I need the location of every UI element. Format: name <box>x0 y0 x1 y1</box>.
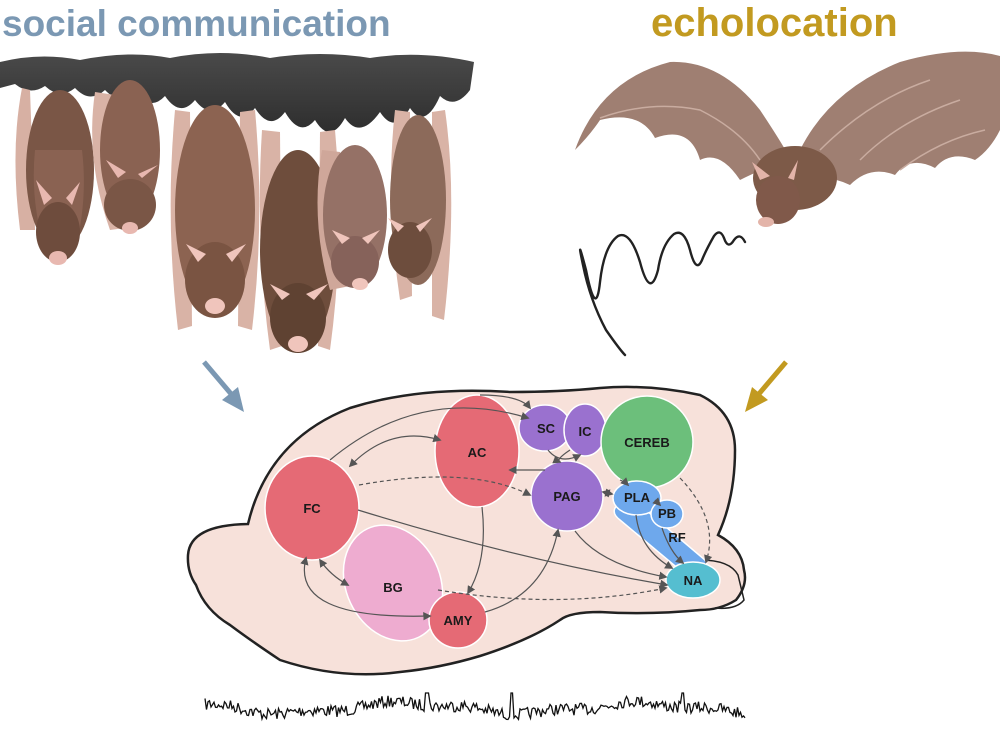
label-fc: FC <box>303 501 321 516</box>
arrow-social-to-brain <box>202 360 244 412</box>
connection-bg-na <box>437 585 668 601</box>
label-ac: AC <box>468 445 487 460</box>
connection-cereb-pla <box>619 477 630 487</box>
heading-social-communication: social communication <box>2 3 391 44</box>
bat-hanging-5 <box>317 145 387 290</box>
heading-echolocation: echolocation <box>651 1 898 45</box>
connection-fc-bg <box>319 558 350 586</box>
bat-hanging-1 <box>15 88 94 265</box>
bat-right-wing <box>800 51 1000 185</box>
echolocation-call-wave <box>578 231 747 357</box>
arrow-echolocation-to-brain <box>745 360 788 412</box>
cave-ceiling <box>0 53 474 133</box>
connection-amy-pag <box>484 528 561 613</box>
label-pag: PAG <box>553 489 580 504</box>
bat-head <box>756 176 800 224</box>
neural-signal-trace <box>204 692 746 722</box>
connection-pag-na <box>574 530 668 580</box>
connection-fc-ac <box>348 434 442 468</box>
connection-pla-na <box>635 514 674 569</box>
bat-hanging-6 <box>388 110 452 320</box>
label-amy: AMY <box>444 613 473 628</box>
connection-fc-pag <box>358 476 532 496</box>
label-pb: PB <box>658 506 676 521</box>
connection-ac-sc <box>479 394 532 410</box>
label-sc: SC <box>537 421 556 436</box>
brainstem <box>699 559 745 610</box>
connection-pla-pb <box>652 497 662 507</box>
roosting-bats-illustration <box>0 53 474 353</box>
connection-pag-pla <box>601 488 614 498</box>
label-ic: IC <box>579 424 593 439</box>
label-cereb: CEREB <box>624 435 670 450</box>
connection-fc-na <box>357 509 669 589</box>
connection-sc-ic <box>547 449 582 462</box>
connections <box>300 394 713 621</box>
connection-fc-sc <box>329 407 530 461</box>
bat-left-wing <box>575 61 790 180</box>
connection-fc-amy <box>300 556 432 621</box>
region-pb <box>650 499 684 529</box>
label-pla: PLA <box>624 490 651 505</box>
label-rf: RF <box>668 530 685 545</box>
label-bg: BG <box>383 580 403 595</box>
flying-bat-illustration <box>575 51 1000 227</box>
bat-hanging-2 <box>92 80 160 234</box>
label-na: NA <box>684 573 703 588</box>
connection-ac-amy <box>467 506 484 595</box>
connection-cereb-na <box>679 477 713 564</box>
connection-pb-na <box>661 527 685 565</box>
bat-hanging-3 <box>170 105 260 330</box>
